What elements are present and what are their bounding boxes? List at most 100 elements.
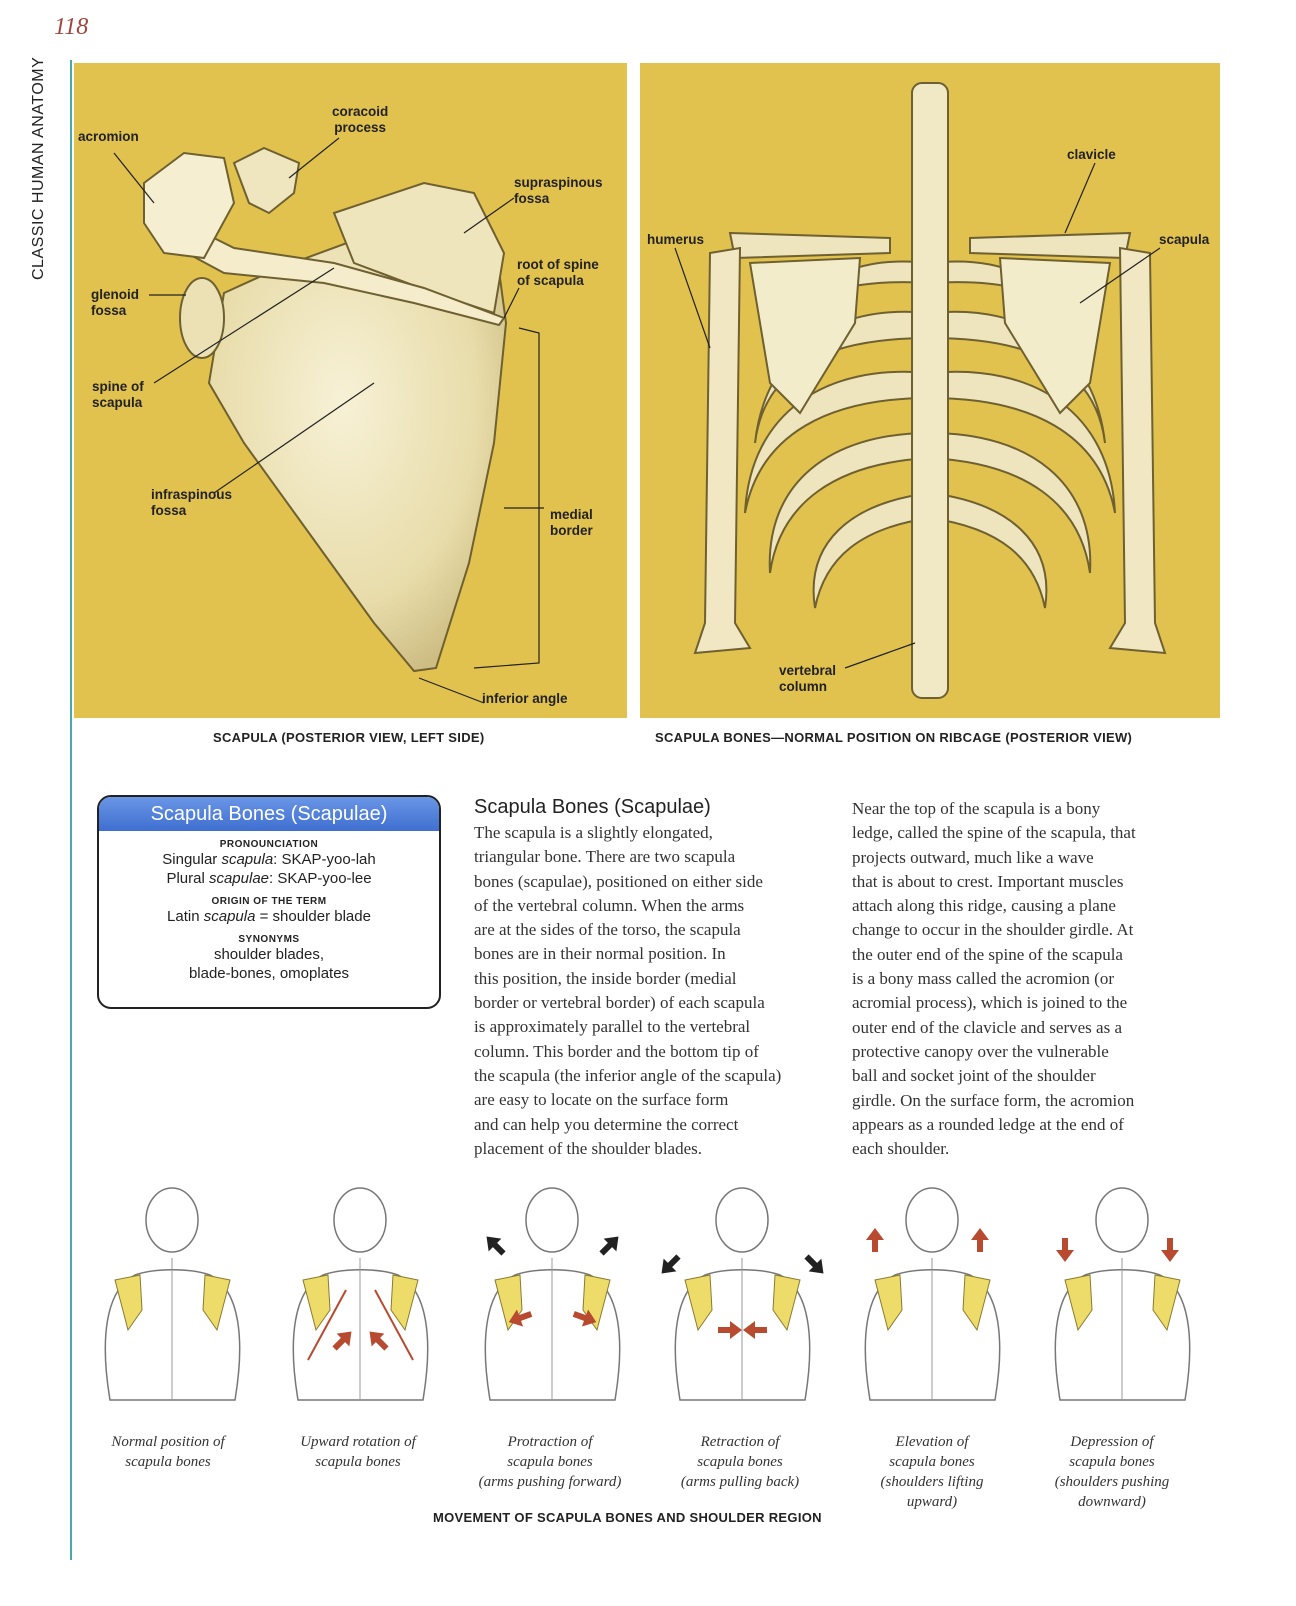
arrow-left-shape (661, 1254, 681, 1274)
article-column-1: The scapula is a slightly elongated,tria… (474, 821, 834, 1161)
figure1-caption: SCAPULA (POSTERIOR VIEW, LEFT SIDE) (213, 730, 485, 745)
label-coracoid-process: coracoid process (332, 104, 389, 135)
label-supraspinous-fossa: supraspinous fossa (514, 175, 603, 206)
label-clavicle: clavicle (1067, 147, 1116, 162)
article-heading: Scapula Bones (Scapulae) (474, 796, 711, 818)
clavicle-right-shape (969, 231, 1132, 260)
scapula-right (390, 1274, 419, 1332)
scapula-left (302, 1274, 331, 1332)
movements-caption: MOVEMENT OF SCAPULA BONES AND SHOULDER R… (433, 1510, 822, 1525)
col2-line: outer end of the clavicle and serves as … (852, 1017, 1122, 1037)
arc-arrow-right-shape (572, 1309, 597, 1327)
rotation-line-left (307, 1289, 347, 1361)
movement-caption-elevation: Elevation of scapula bones (shoulders li… (880, 1434, 984, 1510)
arrow-left (332, 1331, 352, 1351)
col2-line: girdle. On the surface form, the acromio… (852, 1090, 1135, 1110)
arrow-left-shape (486, 1236, 506, 1256)
scapula-right (962, 1274, 991, 1332)
scapula-left (684, 1274, 713, 1332)
col1-line: The scapula is a slightly elongated, (474, 823, 713, 842)
arrow-left-shape (332, 1331, 352, 1351)
arrow-right (971, 1228, 989, 1252)
col1-line: of the vertebral column. When the arms (474, 895, 745, 915)
arrow-right (804, 1254, 824, 1274)
head-outline (333, 1187, 387, 1253)
infobox-synonyms-heading: SYNONYMS (238, 934, 300, 945)
arrow-right (369, 1331, 389, 1351)
running-head-text: CLASSIC HUMAN ANATOMY (30, 56, 47, 280)
label-infraspinous-fossa: infraspinous fossa (151, 487, 233, 518)
scapula-left (1064, 1274, 1093, 1332)
col1-line: bones (scapulae), positioned on either s… (474, 871, 763, 891)
movement-figure-normal (80, 1180, 265, 1425)
head-outline (905, 1187, 959, 1253)
arc-arrow-right (572, 1309, 597, 1327)
col1-line: the scapula (the inferior angle of the s… (474, 1065, 782, 1085)
movement-caption-normal: Normal position of scapula bones (111, 1434, 225, 1470)
movement-caption-depression: Depression of scapula bones (shoulders p… (1054, 1434, 1170, 1510)
origin-prefix: Latin (167, 908, 204, 925)
col1-line: are easy to locate on the surface form (474, 1090, 729, 1110)
col2-line: that is about to crest. Important muscle… (852, 871, 1124, 891)
scapula-illustration (113, 137, 544, 704)
infobox-origin-heading: ORIGIN OF THE TERM (211, 896, 327, 907)
movement-caption-upward-rotation: Upward rotation of scapula bones (300, 1434, 416, 1470)
scapula-left (874, 1274, 903, 1332)
col2-line: appears as a rounded ledge at the end of (852, 1114, 1124, 1134)
humerus-right-shape (1108, 246, 1167, 655)
label-scapula: scapula (1159, 232, 1210, 247)
col2-line: projects outward, much like a wave (852, 847, 1094, 867)
arc-arrow-left-shape (508, 1309, 533, 1327)
arrow-right (1161, 1238, 1179, 1262)
arrow-right-shape (804, 1254, 824, 1274)
col1-line: are at the sides of the torso, the scapu… (474, 920, 741, 940)
infobox-origin: Latin scapula = shoulder blade (99, 907, 439, 926)
singular-pron: : SKAP-yoo-lah (273, 851, 376, 868)
col1-line: bones are in their normal position. In (474, 944, 726, 964)
term-infobox: Scapula Bones (Scapulae) PRONOUNCIATION … (97, 795, 441, 1009)
plural-term: scapulae (208, 870, 270, 887)
vertebral-column-shape (911, 82, 949, 699)
singular-term: scapula (221, 851, 274, 868)
scapula-right-shape (998, 256, 1112, 415)
clavicle-left-shape (728, 231, 891, 260)
movement-svg-retraction (661, 1187, 824, 1401)
label-acromion: acromion (78, 129, 139, 144)
scapula-right (202, 1274, 231, 1332)
rib-10 (929, 491, 1048, 609)
label-glenoid-fossa: glenoid fossa (91, 287, 139, 318)
origin-term: scapula (203, 908, 256, 925)
col2-line: change to occur in the shoulder girdle. … (852, 920, 1134, 940)
movement-figure-elevation (840, 1180, 1025, 1425)
plural-prefix: Plural (166, 870, 209, 887)
movement-figure-upward-rotation (268, 1180, 453, 1425)
label-root-of-spine: root of spine of scapula (517, 257, 599, 288)
scapula-right (772, 1274, 801, 1332)
inward-arrow-left-shape (718, 1321, 742, 1339)
infobox-pronunciation-heading: PRONOUNCIATION (219, 839, 319, 850)
col1-line: this position, the inside border (medial (474, 968, 737, 988)
movement-figure-protraction (460, 1180, 645, 1425)
sidebar-rule (70, 60, 72, 1560)
arrow-left-shape (1056, 1238, 1074, 1262)
movement-svg-depression (1054, 1187, 1191, 1401)
head-outline (1095, 1187, 1149, 1253)
movement-figure-retraction (650, 1180, 835, 1425)
infobox-synonyms-line2: blade-bones, omoplates (188, 965, 350, 982)
label-inferior-angle: inferior angle (482, 691, 568, 706)
label-vertebral-column: vertebral column (779, 663, 837, 694)
ribcage-illustration (674, 82, 1167, 699)
ribcage-illustration-panel: clavicle humerus scapula vertebral colum… (640, 63, 1220, 718)
label-spine-of-scapula: spine of scapula (92, 379, 144, 410)
scapula-left-shape (748, 256, 862, 415)
coracoid-shape (232, 146, 301, 215)
arrow-left (486, 1236, 506, 1256)
movement-caption-retraction: Retraction of scapula bones (arms pullin… (680, 1434, 800, 1490)
col2-line: acromial process), which is joined to th… (852, 993, 1128, 1013)
movement-svg-protraction (484, 1187, 621, 1401)
rotation-line-right (374, 1289, 414, 1361)
infobox-title: Scapula Bones (Scapulae) (99, 797, 439, 831)
arrow-right (599, 1236, 619, 1256)
head-outline (145, 1187, 199, 1253)
